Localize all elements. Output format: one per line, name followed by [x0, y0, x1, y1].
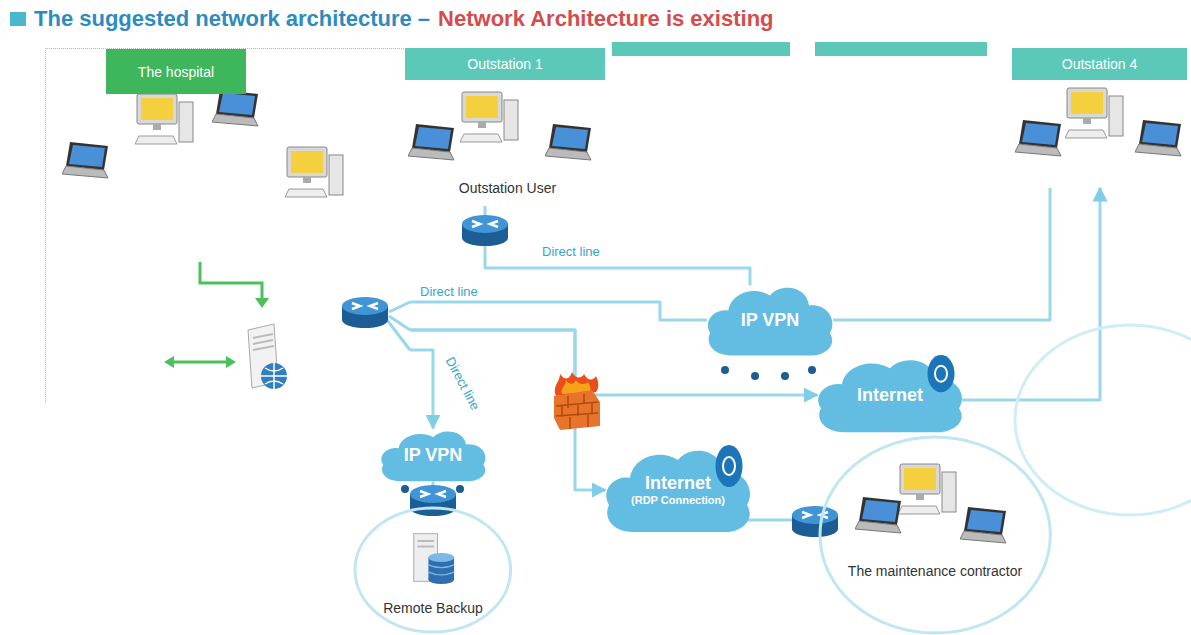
desktop-icon [460, 92, 518, 142]
vpn-dot [456, 485, 464, 493]
outstation-band [612, 42, 790, 56]
laptop-icon [1015, 120, 1061, 156]
laptop-icon [212, 90, 258, 126]
header-band: Outstation 4 [1012, 48, 1187, 80]
link-label: Direct line [442, 353, 484, 415]
network-link [410, 302, 707, 320]
gear-badge [928, 355, 955, 392]
laptop-icon [408, 124, 454, 160]
laptop-icon [960, 507, 1006, 543]
cloud-outline [708, 287, 833, 355]
user-label: Outstation User [459, 180, 556, 196]
title-bullet [10, 12, 26, 26]
database-server-icon [414, 534, 454, 584]
network-link [833, 188, 1050, 320]
internet-cloud: Internet(RDP Connection) [603, 445, 753, 535]
firewall-icon [554, 372, 600, 430]
gear-icon [935, 366, 947, 382]
site-name: The maintenance contractor [848, 563, 1022, 579]
laptop-icon [545, 124, 591, 160]
gear-badge [716, 445, 743, 487]
site-name: Outstation 4 [1062, 56, 1138, 72]
cloud-label: (RDP Connection) [631, 494, 725, 507]
cloud-label: IP VPN [404, 445, 463, 466]
cloud-label: IP VPN [741, 310, 800, 331]
site-name: Remote Backup [383, 600, 483, 616]
header-band: Outstation 1 [405, 48, 605, 80]
network-link [962, 188, 1100, 400]
router-stub [387, 302, 410, 350]
vpn-dot [751, 372, 759, 380]
flow-arrowhead [255, 298, 269, 308]
vpn-cloud: IP VPN [379, 428, 488, 483]
network-link [410, 350, 433, 428]
router-icon [462, 215, 508, 246]
web-server-icon [248, 324, 287, 389]
site-panel: Outstation 4 [1012, 48, 1187, 188]
laptop-icon [855, 497, 901, 533]
cloud-label: Internet [857, 385, 923, 406]
site-circle: Remote Backup [353, 506, 513, 634]
router-icon [410, 485, 456, 516]
laptop-icon [1135, 120, 1181, 156]
flow-arrow [172, 361, 228, 364]
flow-arrow [200, 262, 262, 300]
outstation-band [815, 42, 987, 56]
gear-icon [723, 457, 735, 475]
desktop-icon [285, 147, 343, 197]
router-icon [342, 297, 388, 328]
circle-shape [818, 435, 1052, 635]
router-icon [792, 506, 838, 537]
vpn-dot [781, 372, 789, 380]
region-outline [1015, 325, 1191, 515]
cloud-outline [381, 431, 485, 481]
site-name: Outstation 1 [467, 56, 543, 72]
vpn-cloud: IP VPN [705, 283, 835, 358]
subtitle-note: Network Architecture is existing [438, 6, 773, 32]
cloud-label: Internet [645, 473, 711, 494]
vpn-dot [808, 366, 816, 374]
site-panel: Outstation 1 Outstation User [400, 48, 615, 206]
flow-arrowhead [164, 356, 236, 368]
desktop-icon [1065, 88, 1123, 138]
site-circle: The maintenance contractor [818, 435, 1052, 635]
site-panel: The hospital [45, 48, 410, 403]
laptop-icon [62, 142, 108, 178]
link-label: Direct line [540, 244, 602, 259]
header-band: The hospital [106, 49, 246, 94]
network-link [485, 206, 750, 286]
internet-cloud: Internet [815, 355, 965, 435]
link-label: Direct line [418, 284, 480, 299]
page-title: The suggested network architecture – [34, 6, 430, 32]
desktop-icon [135, 94, 193, 144]
site-name: The hospital [138, 64, 214, 80]
vpn-dot [721, 366, 729, 374]
circle-outline [355, 508, 511, 632]
vpn-dot [401, 485, 409, 493]
circle-outline [820, 437, 1050, 633]
desktop-icon [898, 464, 956, 514]
